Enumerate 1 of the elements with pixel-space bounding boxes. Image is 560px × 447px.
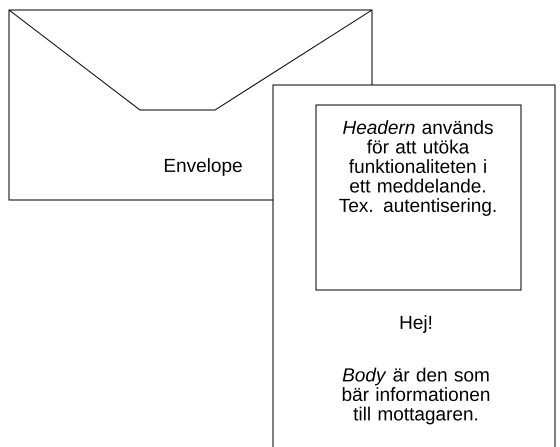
header-box: Headern används för att utöka funktionaliteten i ett meddelande. Tex. autentisering. xyxy=(316,104,522,290)
